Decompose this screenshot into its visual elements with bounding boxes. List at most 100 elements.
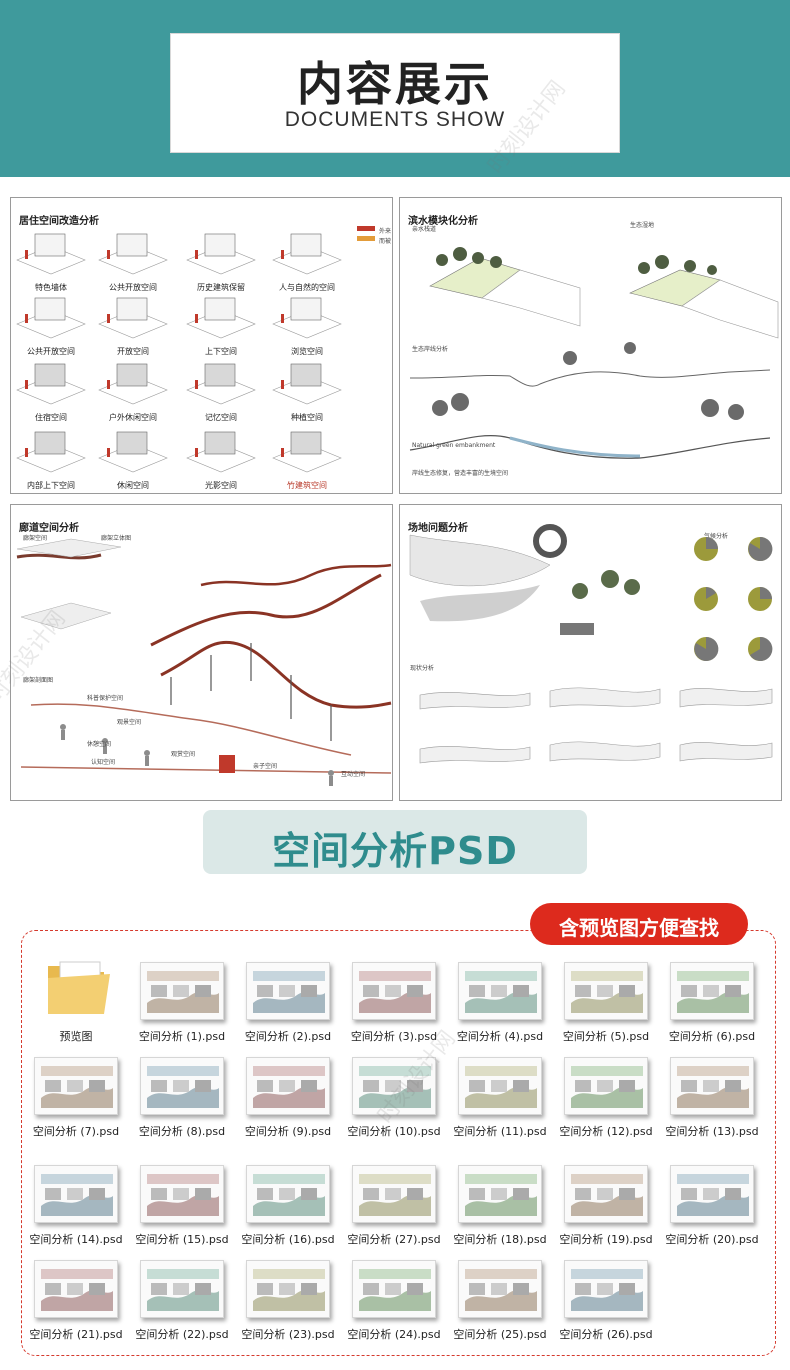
file-name: 空间分析 (11).psd: [453, 1125, 547, 1138]
file-name: 空间分析 (18).psd: [453, 1233, 547, 1246]
thumbnail-image: [571, 971, 643, 1013]
folder-item[interactable]: 预览图: [22, 961, 130, 1062]
panel-title: 滨水模块化分析: [408, 216, 478, 227]
file-item[interactable]: 空间分析 (22).psd: [128, 1260, 236, 1360]
file-item[interactable]: 空间分析 (18).psd: [446, 1165, 554, 1265]
chevron-down-icon: [554, 161, 578, 175]
file-thumbnail: [140, 962, 224, 1020]
thumbnail-image: [465, 1174, 537, 1216]
file-item[interactable]: 空间分析 (19).psd: [552, 1165, 660, 1265]
file-thumbnail: [140, 1057, 224, 1115]
diagram-caption: 上下空间: [205, 347, 237, 356]
space-label: 认知空间: [91, 759, 116, 766]
thumbnail-image: [147, 1066, 219, 1108]
panel-site-problem-analysis: 场地问题分析 气候分析 现状分析: [399, 504, 782, 801]
file-item[interactable]: 空间分析 (4).psd: [446, 962, 554, 1062]
subtitle: 生态湿地: [630, 222, 655, 229]
section-banner: 空间分析PSD: [203, 810, 587, 874]
diagram-caption: 历史建筑保留: [197, 283, 245, 292]
subtitle: 廊架空间: [23, 535, 48, 542]
file-name: 空间分析 (22).psd: [135, 1328, 229, 1341]
subtitle: 生态岸线分析: [412, 346, 449, 353]
iso-building: [204, 233, 236, 257]
thumbnail-image: [41, 1066, 113, 1108]
file-item[interactable]: 空间分析 (21).psd: [22, 1260, 130, 1360]
banner-title: 空间分析PSD: [272, 829, 518, 873]
file-item[interactable]: 空间分析 (9).psd: [234, 1057, 342, 1157]
file-name: 空间分析 (7).psd: [32, 1125, 120, 1138]
file-thumbnail: [564, 1260, 648, 1318]
person-figure: [25, 314, 28, 323]
file-item[interactable]: 空间分析 (3).psd: [340, 962, 448, 1062]
person-figure: [195, 250, 198, 259]
iso-building: [116, 431, 148, 455]
file-name: 空间分析 (16).psd: [241, 1233, 335, 1246]
person-figure: [107, 380, 110, 389]
iso-building: [204, 297, 236, 321]
diagram-caption: 人与自然的空间: [279, 283, 335, 292]
thumbnail-image: [571, 1066, 643, 1108]
legend-label: 外来: [379, 228, 392, 235]
file-item[interactable]: 空间分析 (11).psd: [446, 1057, 554, 1157]
iso-building: [34, 233, 66, 257]
file-item[interactable]: 空间分析 (16).psd: [234, 1165, 342, 1265]
file-thumbnail: [246, 1057, 330, 1115]
iso-building: [290, 363, 322, 387]
file-item[interactable]: 空间分析 (27).psd: [340, 1165, 448, 1265]
file-item[interactable]: 空间分析 (26).psd: [552, 1260, 660, 1360]
file-name: 空间分析 (13).psd: [665, 1125, 759, 1138]
file-name: 空间分析 (5).psd: [562, 1030, 650, 1043]
file-item[interactable]: 空间分析 (12).psd: [552, 1057, 660, 1157]
diagram-caption: 内部上下空间: [27, 481, 75, 490]
residential-diagram: [16, 226, 375, 473]
file-item[interactable]: 空间分析 (8).psd: [128, 1057, 236, 1157]
iso-building: [116, 363, 148, 387]
file-thumbnail: [670, 1057, 754, 1115]
thumbnail-image: [571, 1174, 643, 1216]
file-item[interactable]: 空间分析 (25).psd: [446, 1260, 554, 1360]
iso-building: [290, 431, 322, 455]
diagram-caption: 种植空间: [291, 413, 323, 422]
space-label: 休憩空间: [87, 741, 112, 748]
file-thumbnail: [352, 1260, 436, 1318]
person-figure: [281, 448, 284, 457]
file-name: 空间分析 (23).psd: [241, 1328, 335, 1341]
file-item[interactable]: 空间分析 (1).psd: [128, 962, 236, 1062]
diagram-caption: 户外休闲空间: [109, 413, 157, 422]
thumbnail-image: [677, 971, 749, 1013]
file-item[interactable]: 空间分析 (24).psd: [340, 1260, 448, 1360]
file-thumbnail: [246, 962, 330, 1020]
file-thumbnail: [670, 1165, 754, 1223]
file-item[interactable]: 空间分析 (15).psd: [128, 1165, 236, 1265]
iso-building: [34, 363, 66, 387]
thumbnail-image: [571, 1269, 643, 1311]
title-card: 内容展示 DOCUMENTS SHOW: [170, 33, 620, 175]
file-name: 空间分析 (12).psd: [559, 1125, 653, 1138]
file-item[interactable]: 空间分析 (20).psd: [658, 1165, 766, 1265]
diagram-caption: 光影空间: [205, 481, 237, 490]
file-item[interactable]: 空间分析 (23).psd: [234, 1260, 342, 1360]
file-item[interactable]: 空间分析 (14).psd: [22, 1165, 130, 1265]
file-name: 空间分析 (24).psd: [347, 1328, 441, 1341]
preview-tag-badge: 含预览图方便查找: [530, 903, 748, 945]
file-name: 空间分析 (26).psd: [559, 1328, 653, 1341]
person-figure: [25, 380, 28, 389]
thumbnail-image: [147, 971, 219, 1013]
file-item[interactable]: 空间分析 (7).psd: [22, 1057, 130, 1157]
file-name: 空间分析 (9).psd: [244, 1125, 332, 1138]
file-thumbnail: [352, 1165, 436, 1223]
space-label: 亲子空间: [253, 763, 278, 770]
file-thumbnail: [34, 1165, 118, 1223]
iso-building: [34, 297, 66, 321]
iso-building: [290, 297, 322, 321]
subtitle: 气候分析: [704, 533, 729, 540]
file-name: 空间分析 (25).psd: [453, 1328, 547, 1341]
file-item[interactable]: 空间分析 (10).psd: [340, 1057, 448, 1157]
file-thumbnail: [670, 962, 754, 1020]
file-item[interactable]: 空间分析 (5).psd: [552, 962, 660, 1062]
file-item[interactable]: 空间分析 (2).psd: [234, 962, 342, 1062]
diagram-caption: 休闲空间: [117, 481, 149, 490]
file-item[interactable]: 空间分析 (6).psd: [658, 962, 766, 1062]
preview-tag-label: 含预览图方便查找: [559, 916, 719, 940]
file-item[interactable]: 空间分析 (13).psd: [658, 1057, 766, 1157]
